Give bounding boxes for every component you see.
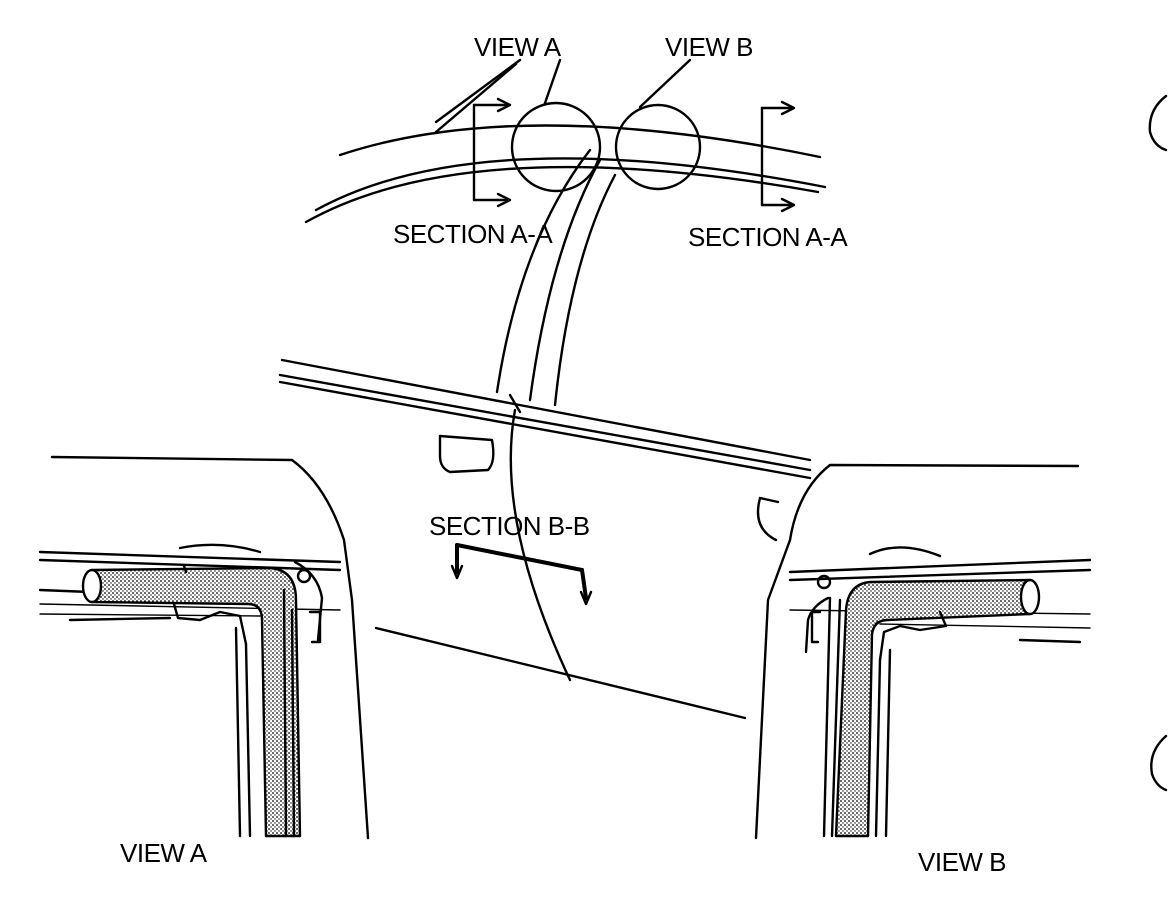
view-b-label: VIEW B [665,32,754,62]
view-b-detail [754,463,1092,840]
center-pillar [495,148,617,682]
section-bb-label: SECTION B-B [429,511,590,541]
view-b-circle [614,58,702,191]
belt-line-molding [278,358,812,480]
view-a-circle [510,58,602,193]
section-aa-right-label: SECTION A-A [688,222,848,252]
door-handle-front [438,434,495,474]
section-aa-right-marker [760,100,796,213]
view-a-label: VIEW A [474,32,561,62]
roof-rail [304,58,827,224]
rocker-line [374,626,747,720]
view-a-detail [38,455,370,840]
view-b-detail-label: VIEW B [918,847,1007,877]
edge-circle-marks [1148,94,1168,792]
door-handle-rear [756,496,780,542]
section-aa-left-marker [472,97,512,208]
section-aa-left-label: SECTION A-A [393,219,553,249]
section-bb-marker [450,543,593,606]
view-a-detail-label: VIEW A [120,838,207,868]
